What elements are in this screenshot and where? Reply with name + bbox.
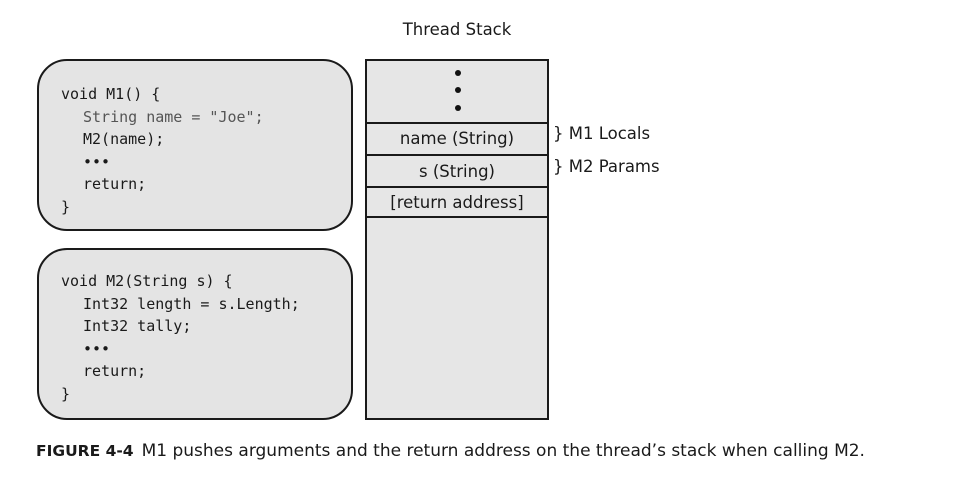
stack-title: Thread Stack xyxy=(402,20,512,39)
code-line-ellipsis: ••• xyxy=(83,152,111,171)
code-line: Int32 tally; xyxy=(83,317,192,335)
code-line: return; xyxy=(83,175,147,193)
ellipsis-dot xyxy=(455,87,461,93)
code-line: void M1() { xyxy=(61,85,161,103)
ellipsis-dot xyxy=(455,105,461,111)
stack-slot-name: name (String) xyxy=(367,122,547,154)
stack-slot-return-address: [return address] xyxy=(367,186,547,218)
code-line: } xyxy=(61,197,71,216)
code-line: M2(name); xyxy=(83,130,165,148)
m2-code-box: void M2(String s) { Int32 length = s.Len… xyxy=(37,248,353,420)
thread-stack: name (String) s (String) [return address… xyxy=(365,59,549,420)
ellipsis-dot xyxy=(455,70,461,76)
m2-params-label: } M2 Params xyxy=(553,157,660,176)
figure-caption: FIGURE 4-4 M1 pushes arguments and the re… xyxy=(36,441,865,461)
code-line: return; xyxy=(83,362,147,380)
code-line: String name = "Joe"; xyxy=(83,107,264,126)
code-line: void M2(String s) { xyxy=(61,272,233,290)
caption-label: FIGURE 4-4 xyxy=(36,442,134,460)
m1-locals-label: } M1 Locals xyxy=(553,124,651,143)
code-line: } xyxy=(61,384,71,403)
m1-code-box: void M1() { String name = "Joe"; M2(name… xyxy=(37,59,353,231)
code-line-ellipsis: ••• xyxy=(83,339,111,358)
stack-slot-s: s (String) xyxy=(367,154,547,187)
caption-text: M1 pushes arguments and the return addre… xyxy=(141,441,865,461)
code-line: Int32 length = s.Length; xyxy=(83,294,300,313)
